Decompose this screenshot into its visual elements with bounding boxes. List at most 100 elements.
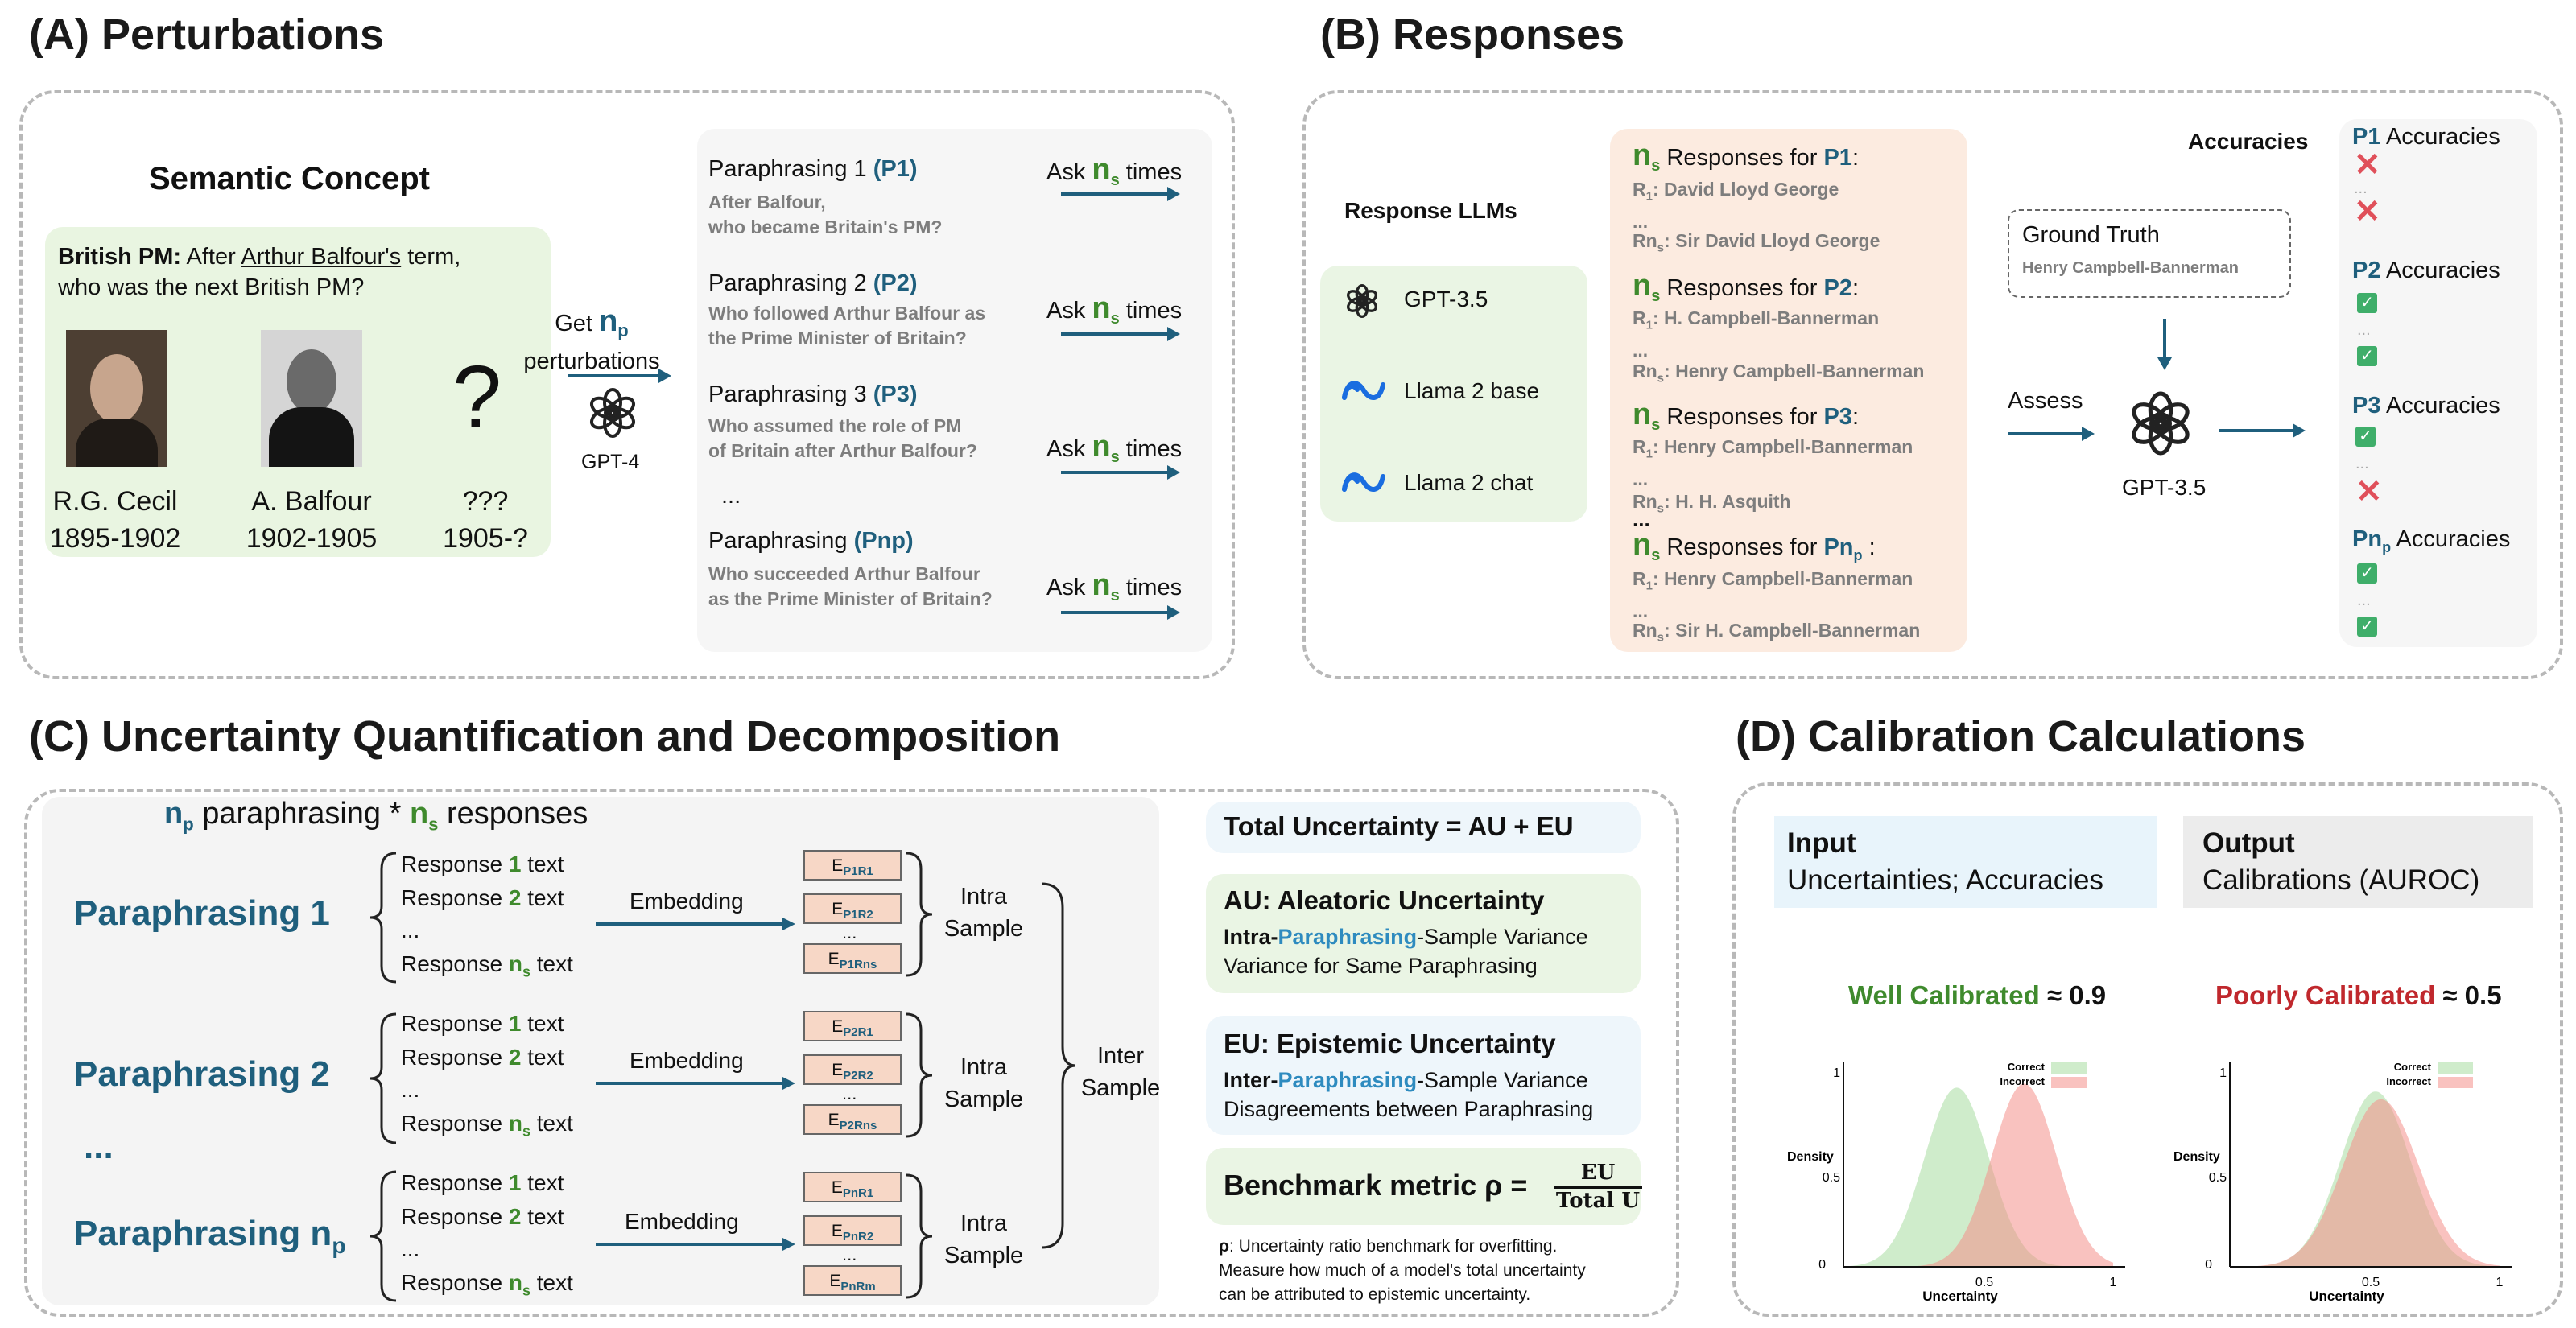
acc-p2-label: P2 Accuracies bbox=[2352, 258, 2500, 283]
responses-group-np-r1: R1: Henry Campbell-Bannerman... bbox=[1633, 568, 1913, 621]
embedding-label-3: Embedding bbox=[625, 1209, 739, 1234]
ask-arrow-1 bbox=[1061, 187, 1180, 201]
cross-icon: ✕ bbox=[2354, 194, 2381, 229]
paraphrase-2-label: Paraphrasing 2 (P2) bbox=[708, 270, 918, 296]
panel-a-title: (A) Perturbations bbox=[29, 10, 385, 59]
response-2-ns: Response ns text bbox=[401, 1111, 573, 1140]
check-icon: ✓ bbox=[2357, 346, 2377, 366]
legend-swatch-incorrect bbox=[2438, 1077, 2473, 1088]
responses-group-1-r1: R1: David Lloyd George... bbox=[1633, 179, 1839, 232]
panel-c-title: (C) Uncertainty Quantification and Decom… bbox=[29, 712, 1061, 761]
intra-brace-1 bbox=[906, 852, 933, 977]
intra-brace-3 bbox=[906, 1173, 933, 1299]
benchmark-metric: Benchmark metric ρ = bbox=[1224, 1169, 1528, 1202]
legend-swatch-correct bbox=[2051, 1062, 2087, 1074]
embedding-ellipsis: ... bbox=[842, 1083, 857, 1103]
responses-group-2-rn: Rns: Henry Campbell-Bannerman bbox=[1633, 361, 1925, 386]
ask-ns-times-3: Ask ns times bbox=[1046, 430, 1183, 466]
response-2-1: Response 1 text bbox=[401, 1011, 564, 1036]
responses-group-2-header: ns Responses for P2: bbox=[1633, 269, 1859, 305]
intra-brace-2 bbox=[906, 1012, 933, 1138]
accuracies-box bbox=[2339, 119, 2537, 647]
response-3-ns: Response ns text bbox=[401, 1270, 573, 1299]
embedding-box: EP2R1 bbox=[803, 1011, 902, 1041]
check-icon: ✓ bbox=[2357, 563, 2377, 584]
input-text: Uncertainties; Accuracies bbox=[1787, 864, 2103, 896]
legend-swatch-incorrect bbox=[2051, 1077, 2087, 1088]
chart-well-calibrated: 1 0.5 0 Density Uncertainty 0.5 1 Correc… bbox=[1787, 1061, 2125, 1304]
au-title: AU: Aleatoric Uncertainty bbox=[1224, 885, 1545, 915]
x-tick-0.5: 0.5 bbox=[2362, 1276, 2380, 1289]
legend-correct: Correct bbox=[2394, 1061, 2432, 1073]
paraphrasing-dots: ... bbox=[84, 1127, 114, 1166]
legend-incorrect: Incorrect bbox=[2386, 1075, 2431, 1087]
output-title: Output bbox=[2202, 827, 2295, 859]
ask-ns-times-2: Ask ns times bbox=[1046, 291, 1183, 328]
responses-group-3-r1: R1: Henry Campbell-Bannerman... bbox=[1633, 436, 1913, 489]
embedding-box: EP1R1 bbox=[803, 850, 902, 881]
assess-label: Assess bbox=[2008, 388, 2083, 414]
response-1-ellipsis: ... bbox=[401, 918, 420, 942]
response-2-2: Response 2 text bbox=[401, 1045, 564, 1070]
response-1-1: Response 1 text bbox=[401, 852, 564, 876]
embedding-box: EP1Rns bbox=[803, 943, 902, 974]
embedding-box: EP2Rns bbox=[803, 1104, 902, 1135]
response-llms-title: Response LLMs bbox=[1344, 198, 1517, 223]
get-arrow bbox=[568, 369, 671, 383]
y-tick-0.5: 0.5 bbox=[1823, 1171, 1840, 1185]
poorly-calibrated-label: Poorly Calibrated ≈ 0.5 bbox=[2215, 980, 2502, 1010]
paraphrasing-1-heading: Paraphrasing 1 bbox=[74, 893, 330, 933]
response-1-ns: Response ns text bbox=[401, 951, 573, 980]
llm-llama2-base: Llama 2 base bbox=[1404, 378, 1540, 403]
panel-c-left-box bbox=[42, 797, 1159, 1305]
response-3-ellipsis: ... bbox=[401, 1236, 420, 1261]
response-1-2: Response 2 text bbox=[401, 885, 564, 910]
panel-a-frame bbox=[19, 90, 1235, 679]
responses-group-2-r1: R1: H. Campbell-Bannerman... bbox=[1633, 307, 1880, 361]
au-box bbox=[1206, 874, 1641, 993]
embedding-arrow-2 bbox=[596, 1077, 795, 1090]
panel-b-frame bbox=[1302, 90, 2563, 679]
panel-b-title: (B) Responses bbox=[1320, 10, 1625, 59]
eu-title: EU: Epistemic Uncertainty bbox=[1224, 1029, 1556, 1058]
total-uncertainty-box bbox=[1206, 802, 1641, 853]
paraphrase-3-label: Paraphrasing 3 (P3) bbox=[708, 381, 918, 407]
llm-gpt35: GPT-3.5 bbox=[1404, 287, 1488, 311]
acc-pn-marks: ✓...✓ bbox=[2357, 562, 2377, 641]
legend-swatch-correct bbox=[2438, 1062, 2473, 1074]
benchmark-fraction: EU Total U bbox=[1554, 1161, 1642, 1213]
embedding-arrow-3 bbox=[596, 1238, 795, 1251]
acc-pn-label: Pnp Accuracies bbox=[2352, 526, 2511, 555]
gpt35-judge-logo-icon bbox=[2132, 391, 2190, 456]
origin-tick: 0 bbox=[1818, 1258, 1826, 1272]
origin-tick: 0 bbox=[2205, 1258, 2212, 1272]
paraphrase-1-text: After Balfour,who became Britain's PM? bbox=[708, 192, 943, 237]
llm-llama2-chat: Llama 2 chat bbox=[1404, 470, 1534, 495]
responses-group-1-rn: Rns: Sir David Lloyd George bbox=[1633, 230, 1880, 255]
inter-brace bbox=[1041, 882, 1076, 1249]
ask-arrow-3 bbox=[1061, 465, 1180, 480]
output-box bbox=[2183, 816, 2533, 908]
paraphrase-ellipsis: ... bbox=[721, 483, 741, 509]
legend-correct: Correct bbox=[2008, 1061, 2046, 1073]
responses-group-np-header: ns Responses for Pnp : bbox=[1633, 528, 1876, 564]
ground-truth-arrow bbox=[2157, 319, 2172, 370]
density-area-incorrect bbox=[2230, 1099, 2500, 1267]
embedding-ellipsis: ... bbox=[842, 922, 857, 942]
person-unknown: ???1905-? bbox=[443, 486, 528, 554]
acc-p3-label: P3 Accuracies bbox=[2352, 393, 2500, 419]
paraphrasing-n-heading: Paraphrasing np bbox=[74, 1214, 346, 1258]
ask-arrow-4 bbox=[1061, 605, 1180, 620]
paraphrase-1-label: Paraphrasing 1 (P1) bbox=[708, 156, 918, 182]
accuracies-title: Accuracies bbox=[2188, 129, 2309, 154]
paraphrasing-2-heading: Paraphrasing 2 bbox=[74, 1054, 330, 1094]
total-uncertainty: Total Uncertainty = AU + EU bbox=[1224, 811, 1574, 841]
embedding-box: EP1R2 bbox=[803, 893, 902, 924]
response-brace-3 bbox=[369, 1170, 397, 1302]
